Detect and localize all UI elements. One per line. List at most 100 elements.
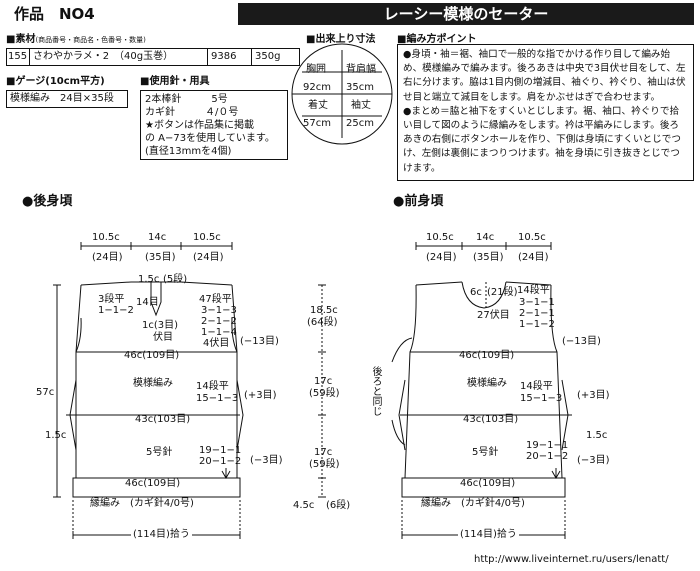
back-arm-dec-2: 3−1−3 <box>201 305 237 316</box>
back-minus-13: (−13目) <box>240 336 279 347</box>
front-neck-dec-1: 14段平 <box>517 285 550 296</box>
back-arm-dec-3: 2−1−2 <box>201 316 237 327</box>
back-stitches-center: (35目) <box>145 252 176 263</box>
front-dec-2: 20−1−2 <box>526 451 569 462</box>
work-number: 作品 NO4 <box>14 5 95 23</box>
back-center-3: 1c(3目) <box>142 320 179 331</box>
mid-d: 4.5c <box>293 500 315 511</box>
back-stitches-right: (24目) <box>193 252 224 263</box>
back-arm-dec-4: 1−1−4 <box>201 327 237 338</box>
materials-table: 155 さわやかラメ・2 （40g玉巻） 9386 350g <box>6 48 300 66</box>
front-needle: 5号針 <box>472 447 499 458</box>
front-inc-2: 15−1−3 <box>520 393 563 404</box>
needle-line: カギ針 ４/０号 <box>145 107 239 118</box>
back-width-left: 10.5c <box>92 232 120 243</box>
mid-b: 17c <box>314 376 333 387</box>
material-code: 155 <box>8 51 28 62</box>
back-neck-open-rows: (5段) <box>163 274 188 285</box>
front-pickup: (114目)拾う <box>458 529 519 540</box>
back-arm-dec-1: 47段平 <box>199 294 232 305</box>
needle-line: の A−73を使用しています。 <box>145 133 275 144</box>
back-inc-1: 14段平 <box>196 381 229 392</box>
back-inc-2: 15−1−3 <box>196 393 239 404</box>
back-width-right: 10.5c <box>193 232 221 243</box>
gauge-heading: ■ゲージ(10cm平方) <box>6 76 105 87</box>
front-plus-3: (+3目) <box>577 390 610 401</box>
back-width-46-top: 46c(109目) <box>124 350 180 361</box>
front-stitches-left: (24目) <box>426 252 457 263</box>
back-width-center: 14c <box>148 232 167 243</box>
front-edge-label: 縁編み (カギ針4/0号) <box>421 498 525 509</box>
back-arm-dec-5: 4伏目 <box>203 338 230 349</box>
back-height: 57c <box>36 387 55 398</box>
front-center-bindoff: 27伏目 <box>477 310 510 321</box>
mid-b-rows: (59段) <box>309 388 340 399</box>
front-width-left: 10.5c <box>426 232 454 243</box>
material-amount: 350g <box>251 49 280 65</box>
front-width-right: 10.5c <box>518 232 546 243</box>
back-needle: 5号針 <box>146 447 173 458</box>
size-heading: ■出来上り寸法 <box>306 34 376 45</box>
back-title: ●後身頃 <box>22 194 73 209</box>
notes-heading: ■編み方ポイント <box>397 34 477 45</box>
needles-heading: ■使用針・用具 <box>140 76 210 87</box>
front-neck-dec-2: 3−1−1 <box>519 297 555 308</box>
front-stitches-center: (35目) <box>473 252 504 263</box>
back-width-46-bottom: 46c(109目) <box>125 478 181 489</box>
notes-finishing: ●まとめ＝脇と袖下をすくいとじします。裾、袖口、衿ぐりで拾い目して図のように縁編… <box>403 105 681 174</box>
sleeve-value: 25cm <box>346 118 374 129</box>
front-width-center: 14c <box>476 232 495 243</box>
materials-heading: ■素材(商品番号・商品名・色番号・数量) <box>6 34 146 45</box>
chest-label: 胸囲 <box>306 64 326 75</box>
front-minus-13: (−13目) <box>562 336 601 347</box>
back-shoulder-rows: 3段平 <box>98 294 125 305</box>
chest-value: 92cm <box>303 82 331 93</box>
needle-line: 2本棒針 5号 <box>145 94 228 105</box>
front-title: ●前身頃 <box>393 194 444 209</box>
back-pickup: (114目)拾う <box>131 529 192 540</box>
front-neck-dec-3: 2−1−1 <box>519 308 555 319</box>
front-neck-6c: 6c <box>470 287 482 298</box>
mid-d-rows: (6段) <box>326 500 351 511</box>
back-pattern-label: 模様編み <box>133 378 173 389</box>
front-same-as-back: 後ろと同じ <box>370 366 381 416</box>
front-dec-1: 19−1−1 <box>526 440 569 451</box>
front-minus-3: (−3目) <box>577 455 610 466</box>
back-center-bindoff: 伏目 <box>153 332 173 343</box>
back-shoulder-dec: 1−1−2 <box>98 305 134 316</box>
needle-line: ★ボタンは作品集に掲載 <box>145 120 254 131</box>
front-side-width: 1.5c <box>586 430 608 441</box>
mid-c: 17c <box>314 447 333 458</box>
front-inc-1: 14段平 <box>520 381 553 392</box>
page-title: レーシー模様のセーター <box>238 3 694 25</box>
mid-a-rows: (64段) <box>307 317 338 328</box>
notes-body-1: ●身頃・袖＝裾、袖口で一般的な指でかける作り目して編み始め、模様編みで編みます。… <box>403 49 686 103</box>
front-width-43: 43c(103目) <box>463 414 519 425</box>
material-name: さわやかラメ・2 （40g玉巻） <box>29 49 173 65</box>
notes-box: ●身頃・袖＝裾、袖口で一般的な指でかける作り目して編み始め、模様編みで編みます。… <box>397 44 694 181</box>
back-minus-3: (−3目) <box>250 455 283 466</box>
mid-a: 18.5c <box>310 305 338 316</box>
size-circle <box>291 43 393 145</box>
length-value: 57cm <box>303 118 331 129</box>
back-dec-1: 19−1−1 <box>199 445 242 456</box>
front-width-46-bottom: 46c(109目) <box>460 478 516 489</box>
front-pattern-label: 模様編み <box>467 378 507 389</box>
gauge-value: 模様編み 24目×35段 <box>6 90 128 108</box>
back-center-stitches: 14目 <box>136 297 159 308</box>
front-neck-rows: (21段) <box>487 287 518 298</box>
back-side-width: 1.5c <box>45 430 67 441</box>
watermark-url[interactable]: http://www.liveinternet.ru/users/lenatt/ <box>474 554 669 565</box>
mid-c-rows: (59段) <box>309 459 340 470</box>
length-label: 着丈 <box>308 100 328 111</box>
back-edge-label: 縁編み (カギ針4/0号) <box>90 498 194 509</box>
back-neck-open: 1.5c <box>138 274 160 285</box>
sleeve-label: 袖丈 <box>351 100 371 111</box>
material-color: 9386 <box>207 49 236 65</box>
back-width-value: 35cm <box>346 82 374 93</box>
back-plus-3: (+3目) <box>244 390 277 401</box>
needle-line: (直径13mmを4個) <box>145 146 232 157</box>
needles-box: 2本棒針 5号 カギ針 ４/０号 ★ボタンは作品集に掲載 の A−73を使用して… <box>140 90 288 160</box>
front-neck-dec-4: 1−1−2 <box>519 319 555 330</box>
